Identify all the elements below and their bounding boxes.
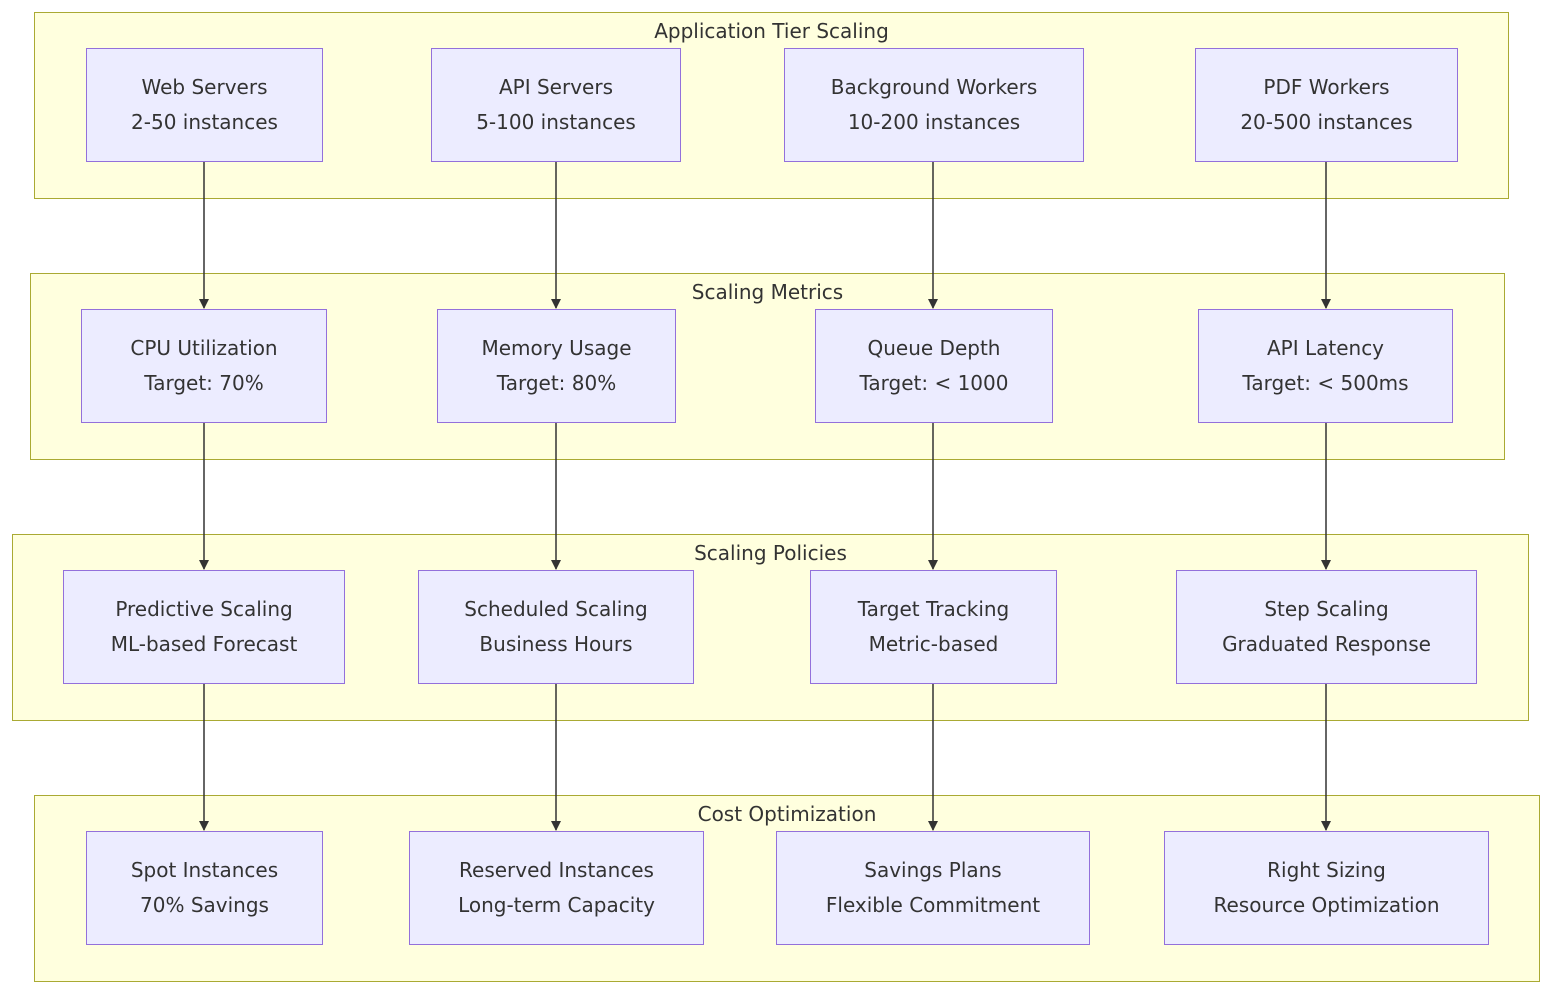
node-queue-depth[interactable]: Queue Depth Target: < 1000 [815, 309, 1053, 423]
node-api-latency[interactable]: API Latency Target: < 500ms [1198, 309, 1453, 423]
node-detail: 10-200 instances [847, 110, 1021, 134]
node-title: API Servers [498, 75, 613, 99]
node-web-servers[interactable]: Web Servers 2-50 instances [86, 48, 323, 162]
node-title: Target Tracking [857, 597, 1010, 621]
node-title: API Latency [1266, 336, 1385, 360]
node-title: Step Scaling [1264, 597, 1389, 621]
node-detail: 5-100 instances [476, 110, 636, 134]
node-title: Scheduled Scaling [464, 597, 648, 621]
cluster-title: Application Tier Scaling [654, 19, 889, 43]
node-title: Reserved Instances [459, 858, 654, 882]
node-title: CPU Utilization [130, 336, 278, 360]
node-title: Right Sizing [1267, 858, 1386, 882]
node-step-scaling[interactable]: Step Scaling Graduated Response [1176, 570, 1477, 684]
node-right-sizing[interactable]: Right Sizing Resource Optimization [1164, 831, 1489, 945]
node-title: Memory Usage [481, 336, 632, 360]
node-cpu-utilization[interactable]: CPU Utilization Target: 70% [81, 309, 327, 423]
node-title: Web Servers [141, 75, 268, 99]
node-scheduled-scaling[interactable]: Scheduled Scaling Business Hours [418, 570, 694, 684]
node-detail: 20-500 instances [1240, 110, 1413, 134]
node-savings-plans[interactable]: Savings Plans Flexible Commitment [776, 831, 1090, 945]
node-detail: Metric-based [868, 632, 999, 656]
node-background-workers[interactable]: Background Workers 10-200 instances [784, 48, 1084, 162]
node-detail: ML-based Forecast [110, 632, 298, 656]
node-detail: Resource Optimization [1213, 893, 1440, 917]
node-api-servers[interactable]: API Servers 5-100 instances [431, 48, 681, 162]
node-spot-instances[interactable]: Spot Instances 70% Savings [86, 831, 323, 945]
node-detail: Long-term Capacity [458, 893, 655, 917]
cluster-title: Scaling Policies [694, 541, 847, 565]
node-detail: Target: 70% [144, 371, 264, 395]
node-title: Background Workers [830, 75, 1038, 99]
node-title: Savings Plans [864, 858, 1002, 882]
node-memory-usage[interactable]: Memory Usage Target: 80% [437, 309, 676, 423]
node-detail: 2-50 instances [131, 110, 278, 134]
node-title: Spot Instances [130, 858, 279, 882]
cluster-title: Scaling Metrics [691, 280, 844, 304]
node-title: Queue Depth [867, 336, 1001, 360]
node-pdf-workers[interactable]: PDF Workers 20-500 instances [1195, 48, 1458, 162]
node-detail: Graduated Response [1222, 632, 1431, 656]
node-reserved-instances[interactable]: Reserved Instances Long-term Capacity [409, 831, 704, 945]
node-title: Predictive Scaling [115, 597, 293, 621]
cluster-title: Cost Optimization [697, 802, 877, 826]
node-predictive-scaling[interactable]: Predictive Scaling ML-based Forecast [63, 570, 345, 684]
node-detail: Target: < 500ms [1242, 371, 1409, 395]
node-detail: Business Hours [479, 632, 633, 656]
node-title: PDF Workers [1263, 75, 1390, 99]
node-detail: Flexible Commitment [825, 893, 1041, 917]
node-target-tracking[interactable]: Target Tracking Metric-based [810, 570, 1057, 684]
node-detail: Target: 80% [496, 371, 617, 395]
node-detail: 70% Savings [140, 893, 269, 917]
node-detail: Target: < 1000 [859, 371, 1009, 395]
